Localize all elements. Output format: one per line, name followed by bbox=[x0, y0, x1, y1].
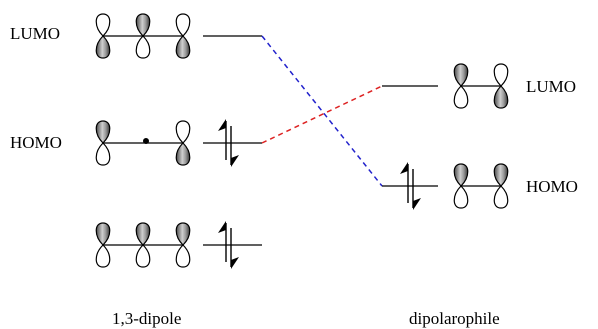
lumo-dipole-homo-dipolarophile-interaction bbox=[261, 35, 383, 187]
homo-dipole-lumo-dipolarophile-interaction bbox=[261, 85, 383, 144]
p-orbital-2 bbox=[493, 63, 509, 109]
dipole-homo-orbitals bbox=[95, 120, 191, 166]
dipole-lowest-orbitals bbox=[95, 222, 191, 268]
p-orbital-3 bbox=[175, 13, 191, 59]
dipole-lumo-label: LUMO bbox=[10, 24, 60, 43]
dipole-homo-electron-pair bbox=[218, 119, 239, 167]
node-dot bbox=[143, 138, 149, 144]
p-orbital-2 bbox=[135, 222, 151, 268]
p-orbital-2 bbox=[493, 163, 509, 209]
p-orbital-1 bbox=[453, 63, 469, 109]
dipolarophile-homo-orbitals bbox=[453, 163, 509, 209]
dipole-lowest-electron-pair bbox=[218, 221, 239, 269]
p-orbital-1 bbox=[95, 13, 111, 59]
dipole-lumo-orbitals bbox=[95, 13, 191, 59]
p-orbital-2 bbox=[135, 13, 151, 59]
dipole-caption: 1,3-dipole bbox=[112, 309, 181, 328]
dipolarophile-caption: dipolarophile bbox=[409, 309, 500, 328]
dipolarophile-homo-label: HOMO bbox=[526, 177, 578, 196]
p-orbital-3 bbox=[175, 222, 191, 268]
dipolarophile-homo-electron-pair bbox=[400, 162, 421, 210]
p-orbital-1 bbox=[453, 163, 469, 209]
dipolarophile-lumo-orbitals bbox=[453, 63, 509, 109]
p-orbital-1 bbox=[95, 120, 111, 166]
p-orbital-3 bbox=[175, 120, 191, 166]
dipolarophile-lumo-label: LUMO bbox=[526, 77, 576, 96]
dipole-homo-label: HOMO bbox=[10, 133, 62, 152]
p-orbital-1 bbox=[95, 222, 111, 268]
